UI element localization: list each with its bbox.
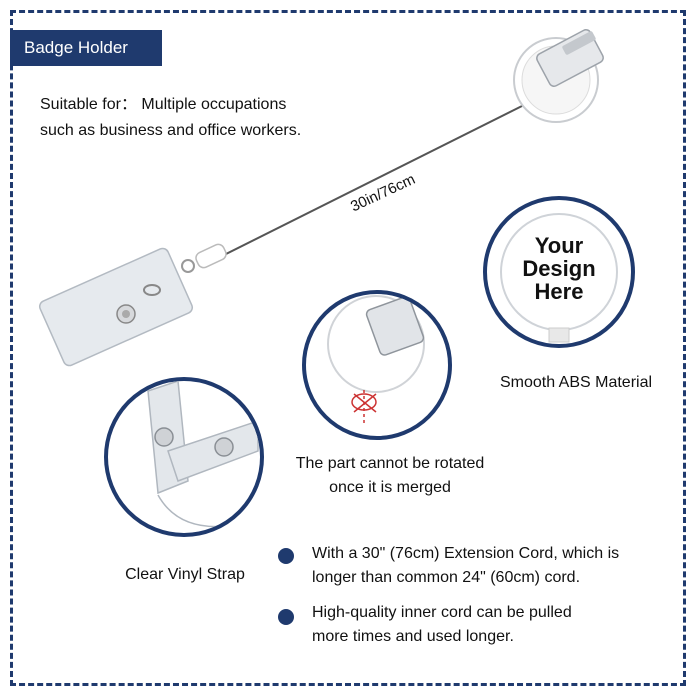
feature-inner-cord: High-quality inner cord can be pulled mo… xyxy=(312,601,682,649)
vinyl-strap-icon xyxy=(38,247,194,367)
design-reel-outline-icon xyxy=(500,213,618,343)
custom-design-text: Your Design Here xyxy=(487,234,631,303)
feature-1-line-2: longer than common 24" (60cm) cord. xyxy=(312,569,581,586)
clip-closeup-icon xyxy=(327,295,425,424)
design-word-1: Your xyxy=(534,233,584,258)
abs-material-caption: Smooth ABS Material xyxy=(499,374,653,391)
clear-strap-caption: Clear Vinyl Strap xyxy=(125,566,245,583)
cord-stopper-icon xyxy=(181,243,227,273)
rotation-caption-line-2: once it is merged xyxy=(329,479,451,496)
custom-design-callout: Your Design Here xyxy=(483,196,635,348)
retractable-cord xyxy=(221,105,523,257)
feature-bullet-icon xyxy=(278,609,294,625)
feature-1-line-1: With a 30" (76cm) Extension Cord, which … xyxy=(312,545,620,562)
dashed-frame xyxy=(10,10,686,686)
intro-line-2: such as business and office workers. xyxy=(40,122,302,139)
design-word-2: Design xyxy=(522,256,596,281)
page-title-tag: Badge Holder xyxy=(10,30,162,66)
intro-line-1: Suitable for： Multiple occupations xyxy=(40,96,287,113)
design-word-3: Here xyxy=(534,279,584,304)
clear-strap-callout xyxy=(104,377,264,537)
strap-closeup-icon xyxy=(147,381,259,528)
rotation-caption: The part cannot be rotated once it is me… xyxy=(275,452,505,500)
badge-reel-icon xyxy=(513,29,604,123)
rotation-caption-line-1: The part cannot be rotated xyxy=(295,455,485,472)
feature-2-line-1: High-quality inner cord can be pulled xyxy=(312,604,572,621)
feature-extension-cord: With a 30" (76cm) Extension Cord, which … xyxy=(312,542,682,590)
feature-2-line-2: more times and used longer. xyxy=(312,628,514,645)
non-rotating-callout xyxy=(302,290,452,440)
feature-bullet-icon xyxy=(278,548,294,564)
